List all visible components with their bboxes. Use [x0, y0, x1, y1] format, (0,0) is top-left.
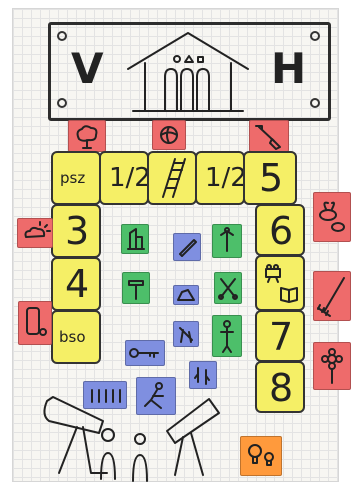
walkers-icon	[190, 362, 216, 388]
ladder-icon	[149, 153, 195, 203]
tile-three-label: 3	[65, 209, 89, 253]
tile-half-right: 1/2	[195, 151, 245, 205]
scissors-card	[214, 272, 242, 304]
camera-icon	[263, 263, 285, 283]
flower-icon	[314, 343, 350, 389]
tile-five: 5	[243, 151, 297, 205]
tile-six: 6	[255, 204, 305, 256]
iron-icon	[174, 286, 198, 304]
eraser-card	[18, 301, 52, 345]
building-icon	[122, 225, 148, 253]
iron-card	[173, 285, 199, 305]
tile-psz-label: psz	[60, 169, 85, 187]
house-icon	[123, 29, 253, 113]
shirt-card	[212, 224, 242, 258]
swing-icon	[174, 322, 198, 346]
hammer-icon	[123, 273, 149, 303]
screw-icon	[310, 98, 320, 108]
tile-four-label: 4	[65, 262, 89, 306]
shovel-card	[249, 120, 289, 152]
bees-card	[313, 192, 351, 242]
rake-icon	[314, 272, 350, 320]
ball-card	[152, 120, 186, 150]
tile-bso: bso	[51, 310, 101, 364]
swing-card	[173, 321, 199, 347]
tile-half-left-label: 1/2	[109, 163, 151, 193]
tree-card	[68, 120, 106, 152]
tile-five-label: 5	[259, 156, 283, 200]
sun-cloud-card	[17, 218, 53, 248]
tile-ladder	[147, 151, 197, 205]
letter-h: H	[271, 48, 306, 90]
pencil-icon	[174, 234, 200, 260]
shirt-icon	[213, 225, 241, 257]
right-telescope-icon	[161, 391, 241, 481]
right-person-icon	[127, 431, 153, 485]
key-card	[125, 340, 165, 366]
tile-seven-label: 7	[269, 315, 293, 359]
lightbulbs-card	[240, 436, 282, 476]
screw-icon	[57, 31, 67, 41]
header-sign: V H	[48, 22, 331, 121]
tree-icon	[69, 121, 105, 151]
shovel-icon	[250, 121, 288, 151]
book-icon	[279, 285, 301, 303]
person-icon	[213, 316, 241, 356]
person-card	[212, 315, 242, 357]
flower-card	[313, 342, 351, 390]
hammer-card	[122, 272, 150, 304]
rake-card	[313, 271, 351, 321]
ball-icon	[153, 121, 185, 149]
walkers-card	[189, 361, 217, 389]
building-card	[121, 224, 149, 254]
key-icon	[126, 341, 164, 365]
tile-eight: 8	[255, 361, 305, 413]
screw-icon	[57, 98, 67, 108]
sun-cloud-icon	[18, 219, 52, 247]
tile-bso-label: bso	[59, 328, 86, 346]
letter-v: V	[71, 48, 104, 90]
eraser-icon	[19, 302, 51, 344]
poster: V H psz 1/2	[12, 8, 339, 482]
tile-half-left: 1/2	[99, 151, 149, 205]
scissors-icon	[215, 273, 241, 303]
left-person-icon	[93, 425, 123, 481]
tile-psz: psz	[51, 151, 101, 205]
tile-eight-label: 8	[269, 366, 293, 410]
screw-icon	[310, 31, 320, 41]
pencil-card	[173, 233, 201, 261]
tile-seven: 7	[255, 310, 305, 362]
lightbulbs-icon	[241, 437, 281, 475]
tile-four: 4	[51, 257, 101, 311]
tile-half-right-label: 1/2	[205, 163, 247, 193]
bees-icon	[314, 193, 350, 241]
tile-three: 3	[51, 204, 101, 258]
tile-six-label: 6	[269, 209, 293, 253]
tile-camera-book	[255, 255, 305, 311]
